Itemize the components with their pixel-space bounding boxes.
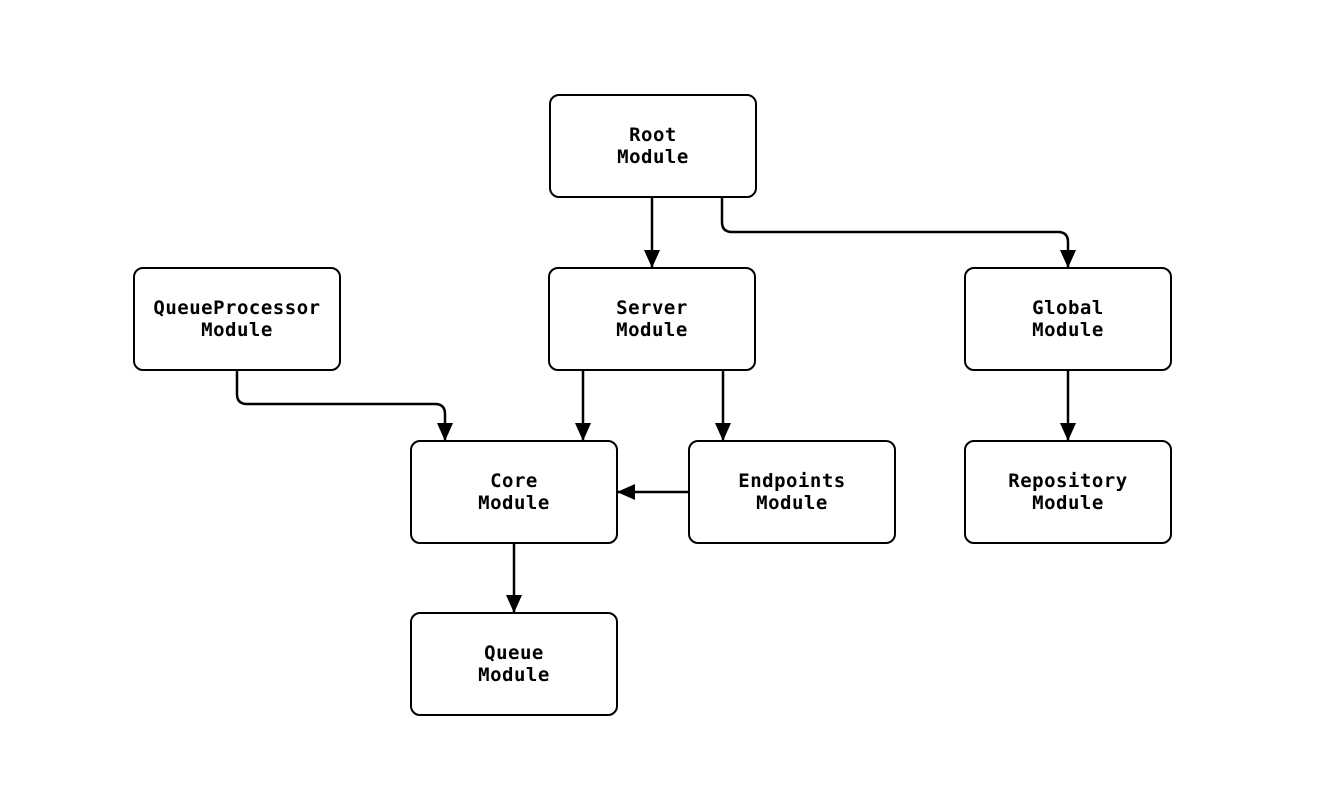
node-label-line1: Repository: [1008, 470, 1128, 492]
node-label-line1: Core: [490, 470, 538, 492]
node-label-line2: Module: [478, 492, 550, 514]
node-label-line1: Queue: [484, 642, 544, 664]
edge-queueprocessor-core: [235, 371, 453, 441]
node-label-line2: Module: [1032, 492, 1104, 514]
node-label-line2: Module: [756, 492, 828, 514]
node-label-line2: Module: [616, 319, 688, 341]
node-label-line1: Server: [616, 297, 688, 319]
node-label-line1: Global: [1032, 297, 1104, 319]
edge-group: [235, 198, 1076, 613]
node-label-line2: Module: [1032, 319, 1104, 341]
node-label-line1: Root: [629, 124, 677, 146]
node-label-line1: QueueProcessor: [153, 297, 321, 319]
node-label-line2: Module: [617, 146, 689, 168]
node-label-line2: Module: [201, 319, 273, 341]
node-label-line2: Module: [478, 664, 550, 686]
node-label-line1: Endpoints: [738, 470, 846, 492]
edge-root-global: [720, 198, 1076, 268]
